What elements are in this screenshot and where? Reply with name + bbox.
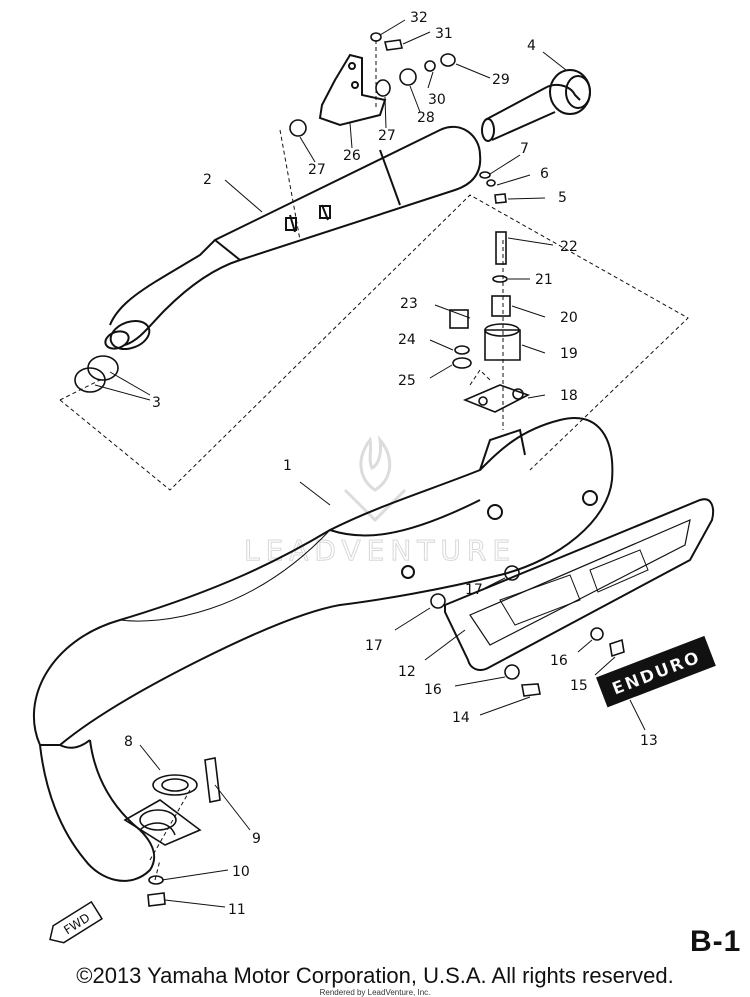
enduro-badge: ENDURO: [596, 635, 716, 708]
mount-bracket: [318, 53, 387, 127]
callout-5: 5: [558, 190, 567, 206]
callout-16-right: 16: [550, 653, 568, 669]
callout-8: 8: [124, 734, 133, 750]
reference-lines: [59, 40, 689, 881]
callout-1: 1: [283, 458, 292, 474]
callout-17-right: 17: [465, 582, 483, 598]
callout-22: 22: [560, 239, 578, 255]
callout-12: 12: [398, 664, 416, 680]
heat-shield: [444, 498, 715, 671]
forward-arrow: FWD: [49, 900, 103, 944]
expansion-chamber: [32, 417, 614, 882]
hardware: [74, 32, 625, 907]
callout-numbers: 32 31 4 29 30 28 27 26 27 2 7 6 5 22 21 …: [124, 10, 658, 918]
callout-10: 10: [232, 864, 250, 880]
callout-2: 2: [203, 172, 212, 188]
callout-31: 31: [435, 26, 453, 42]
callout-13: 13: [640, 733, 658, 749]
callout-4: 4: [527, 38, 536, 54]
callout-27-upper: 27: [378, 128, 396, 144]
copyright-notice: ©2013 Yamaha Motor Corporation, U.S.A. A…: [76, 963, 674, 988]
callout-23: 23: [400, 296, 418, 312]
callout-27-lower: 27: [308, 162, 326, 178]
callout-24: 24: [398, 332, 416, 348]
callout-17-left: 17: [365, 638, 383, 654]
callout-14: 14: [452, 710, 470, 726]
callout-32: 32: [410, 10, 428, 26]
callout-7: 7: [520, 141, 529, 157]
watermark-logo: [343, 435, 407, 523]
callout-9: 9: [252, 831, 261, 847]
callout-6: 6: [540, 166, 549, 182]
callout-15: 15: [570, 678, 588, 694]
callout-29: 29: [492, 72, 510, 88]
callout-16-left: 16: [424, 682, 442, 698]
callout-26: 26: [343, 148, 361, 164]
callout-20: 20: [560, 310, 578, 326]
callout-19: 19: [560, 346, 578, 362]
callout-18: 18: [560, 388, 578, 404]
callout-11: 11: [228, 902, 246, 918]
leader-lines: [94, 19, 646, 908]
callout-30: 30: [428, 92, 446, 108]
render-credit: Rendered by LeadVenture, Inc.: [319, 988, 431, 997]
callout-21: 21: [535, 272, 553, 288]
silencer: [104, 125, 482, 351]
callout-25: 25: [398, 373, 416, 389]
tailpipe: [481, 69, 591, 142]
section-code: B-1: [690, 925, 742, 958]
watermark-text: LEADVENTURE: [244, 534, 516, 567]
callout-3: 3: [152, 395, 161, 411]
callout-28: 28: [417, 110, 435, 126]
